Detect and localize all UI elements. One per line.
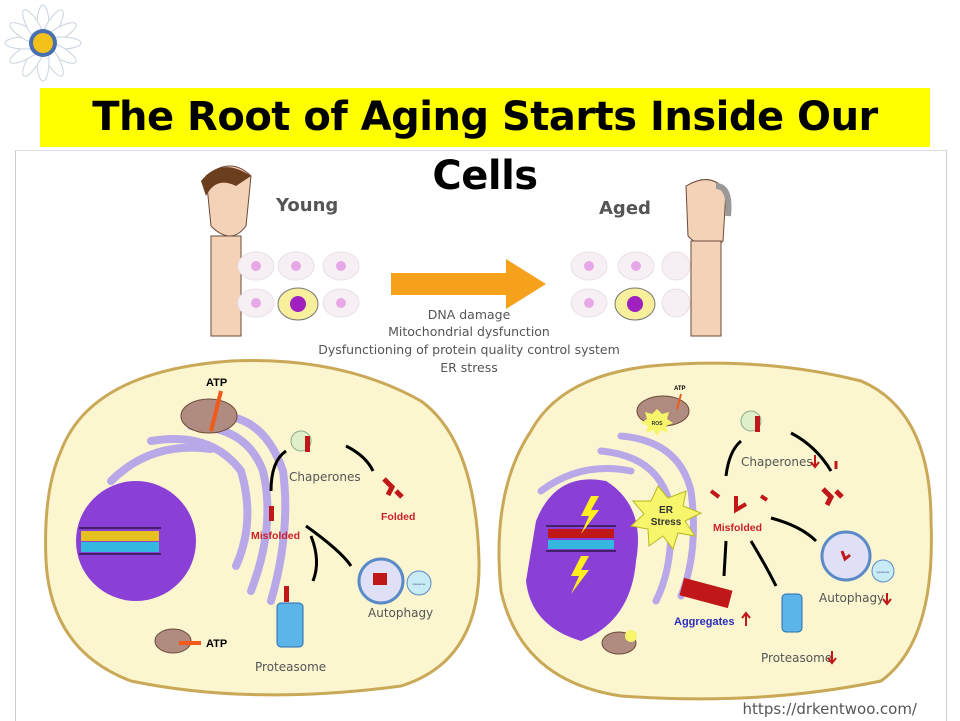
svg-text:DNA damage: DNA damage [428, 307, 511, 322]
mitochondrion-icon [180, 398, 238, 434]
aggregates-icon [679, 577, 733, 609]
decrease-arrow-icon [827, 651, 837, 665]
sunflower-logo [4, 4, 82, 82]
folded-label: Folded [381, 511, 415, 523]
causes-list: DNA damage Mitochondrial dysfunction Dys… [318, 307, 620, 375]
page-title: The Root of Aging Starts Inside Our Cell… [40, 88, 930, 199]
ros-label: ROS [652, 421, 664, 427]
chaperones-label: Chaperones [741, 455, 813, 469]
lightning-icon [571, 556, 589, 594]
autophagy-label: Autophagy [819, 591, 884, 605]
aged-cell: ER Stress ROS ATP Chaperones Misfolded l… [497, 361, 933, 701]
aged-person-illustration [685, 179, 732, 337]
misfolded-label: Misfolded [251, 530, 300, 542]
aging-cell-diagram: Young DNA damage Mitochondrial dysfuncti… [15, 150, 947, 721]
dna-icon [546, 525, 616, 552]
proteasome-label: Proteasome [255, 660, 326, 674]
aged-label: Aged [599, 198, 651, 219]
lightning-icon [581, 496, 599, 534]
decrease-arrow-icon [882, 593, 892, 606]
lysosome-icon [871, 559, 895, 583]
autophagosome-icon [820, 530, 872, 582]
atp-label: ATP [674, 386, 686, 392]
proteasome-icon [276, 602, 304, 648]
lysosome-icon [406, 570, 432, 596]
dna-icon [79, 527, 161, 555]
misfolded-label: Misfolded [713, 522, 762, 534]
proteasome-icon [781, 593, 803, 633]
stress-label: Stress [651, 517, 682, 528]
atp-label-top: ATP [206, 377, 227, 389]
svg-text:ER stress: ER stress [440, 360, 498, 375]
svg-text:Mitochondrial dysfunction: Mitochondrial dysfunction [388, 324, 550, 339]
young-cell: ATP ATP Chaperones Folded Misfolded lyso… [44, 359, 481, 697]
young-label: Young [275, 195, 338, 216]
decrease-arrow-icon [810, 455, 820, 469]
svg-text:Dysfunctioning of protein qual: Dysfunctioning of protein quality contro… [318, 342, 620, 357]
autophagy-label: Autophagy [368, 606, 433, 620]
website-credit: https://drkentwoo.com/ [739, 700, 920, 718]
lysosome-label: lysosome [877, 570, 890, 574]
er-stress-burst-icon [629, 485, 703, 551]
aging-arrow-icon [391, 259, 546, 309]
young-person-illustration [201, 165, 252, 337]
proteasome-label: Proteasome [761, 651, 832, 665]
atp-label-bottom: ATP [206, 638, 227, 650]
er-label: ER [659, 505, 674, 516]
aggregates-label: Aggregates [674, 616, 735, 628]
lysosome-label: lysosome [413, 582, 426, 586]
ros-burst-icon [641, 409, 673, 436]
increase-arrow-icon [741, 611, 751, 626]
chaperones-label: Chaperones [289, 470, 361, 484]
